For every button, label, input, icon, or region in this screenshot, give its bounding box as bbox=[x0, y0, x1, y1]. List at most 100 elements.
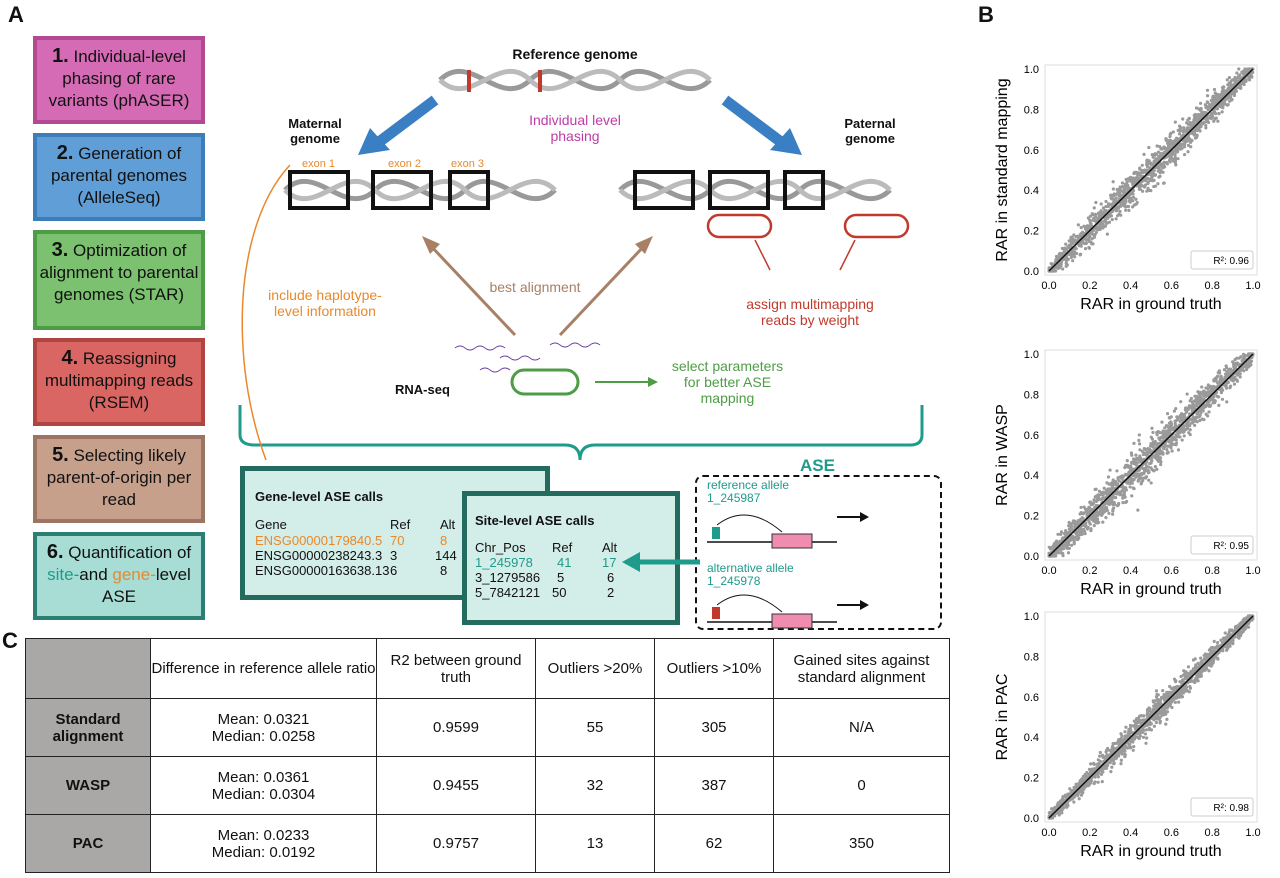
data-point bbox=[1164, 137, 1168, 141]
data-point bbox=[1109, 770, 1113, 774]
data-point bbox=[1056, 803, 1060, 807]
data-point bbox=[1168, 132, 1172, 137]
data-point bbox=[1216, 93, 1220, 97]
data-point bbox=[1239, 82, 1243, 87]
data-point bbox=[1094, 503, 1098, 508]
data-point bbox=[1141, 718, 1145, 722]
data-point bbox=[1187, 431, 1191, 435]
data-point bbox=[1147, 162, 1151, 166]
data-point bbox=[1211, 97, 1216, 101]
data-point bbox=[1244, 367, 1249, 372]
data-point bbox=[1158, 430, 1162, 435]
data-point bbox=[1246, 625, 1251, 629]
data-point bbox=[1074, 793, 1078, 797]
data-point bbox=[1169, 152, 1173, 156]
data-point bbox=[1095, 518, 1100, 522]
data-point bbox=[1237, 74, 1241, 78]
data-point bbox=[1237, 85, 1241, 90]
data-point bbox=[1094, 499, 1099, 504]
data-point bbox=[1062, 249, 1066, 253]
data-point bbox=[1248, 364, 1252, 368]
step-1-box: 1. Individual-level phasing of rare vari… bbox=[33, 36, 205, 124]
data-point bbox=[1146, 186, 1150, 190]
data-point bbox=[1186, 128, 1190, 132]
panel-label-b: B bbox=[978, 2, 994, 27]
data-point bbox=[1150, 152, 1154, 157]
data-point bbox=[1124, 500, 1128, 505]
data-point bbox=[1196, 112, 1201, 117]
data-point bbox=[1194, 106, 1199, 110]
data-point bbox=[1153, 152, 1157, 156]
median-value: Median: 0.0258 bbox=[211, 727, 316, 745]
data-point bbox=[1066, 538, 1071, 542]
data-point bbox=[1145, 722, 1149, 727]
data-point bbox=[1166, 144, 1171, 148]
r2-cell: 0.9599 bbox=[376, 698, 536, 757]
data-point bbox=[1078, 789, 1083, 794]
header-o10: Outliers >10% bbox=[654, 638, 774, 699]
fit-line bbox=[1048, 615, 1254, 819]
data-point bbox=[1152, 159, 1156, 164]
data-point bbox=[1109, 196, 1113, 200]
data-point bbox=[1073, 255, 1077, 259]
x-tick-label: 0.2 bbox=[1082, 280, 1097, 292]
data-point bbox=[1092, 206, 1096, 210]
data-point bbox=[1072, 251, 1076, 255]
data-point bbox=[1202, 417, 1206, 422]
data-point bbox=[1093, 780, 1097, 784]
x-tick-label: 0.6 bbox=[1164, 565, 1179, 577]
chrpos-col-header: Chr_Pos bbox=[475, 540, 526, 555]
data-point bbox=[1139, 482, 1143, 486]
data-point bbox=[1170, 449, 1174, 453]
data-point bbox=[1154, 720, 1158, 725]
data-point bbox=[1120, 752, 1124, 756]
data-point bbox=[1114, 217, 1118, 221]
data-point bbox=[1174, 435, 1178, 439]
data-point bbox=[1121, 747, 1125, 751]
data-point bbox=[1147, 478, 1151, 482]
data-point bbox=[1142, 447, 1146, 451]
data-point bbox=[1082, 787, 1086, 791]
data-point bbox=[1163, 426, 1167, 430]
data-point bbox=[1206, 120, 1211, 125]
data-point bbox=[1079, 505, 1083, 510]
ref-col-header: Ref bbox=[552, 540, 573, 555]
data-point bbox=[1229, 377, 1233, 382]
data-point bbox=[1118, 475, 1122, 479]
y-tick-label: 0.2 bbox=[1024, 511, 1039, 523]
data-point bbox=[1183, 415, 1187, 420]
mean-value: Mean: 0.0233 bbox=[217, 826, 310, 844]
row-name: PAC bbox=[25, 814, 151, 873]
data-point bbox=[1111, 758, 1116, 762]
data-point bbox=[1096, 493, 1100, 497]
data-point bbox=[1066, 551, 1071, 555]
data-point bbox=[1108, 753, 1112, 757]
data-point bbox=[1107, 487, 1111, 491]
data-point bbox=[1080, 230, 1085, 234]
data-point bbox=[1159, 435, 1163, 440]
data-point bbox=[1209, 653, 1213, 657]
data-point bbox=[1153, 465, 1157, 469]
data-point bbox=[1183, 142, 1187, 146]
data-point bbox=[1152, 184, 1156, 189]
data-point bbox=[1232, 382, 1237, 386]
x-tick-label: 0.2 bbox=[1082, 827, 1097, 839]
data-point bbox=[1214, 106, 1219, 110]
data-point bbox=[1095, 765, 1099, 769]
data-point bbox=[1150, 172, 1155, 177]
data-point bbox=[1092, 498, 1096, 502]
results-table: Difference in reference allele ratio R2 … bbox=[25, 638, 950, 873]
data-point bbox=[1138, 714, 1142, 718]
data-point bbox=[1176, 128, 1180, 132]
data-point bbox=[1105, 493, 1109, 497]
data-point bbox=[1188, 686, 1193, 690]
o10-cell: 305 bbox=[654, 698, 774, 757]
data-point bbox=[1111, 187, 1115, 191]
data-point bbox=[1124, 198, 1128, 202]
data-point bbox=[1070, 528, 1075, 532]
data-point bbox=[1202, 120, 1206, 125]
data-point bbox=[1156, 693, 1160, 697]
data-point bbox=[1178, 435, 1182, 439]
data-point bbox=[1137, 438, 1141, 443]
data-point bbox=[1199, 411, 1203, 415]
